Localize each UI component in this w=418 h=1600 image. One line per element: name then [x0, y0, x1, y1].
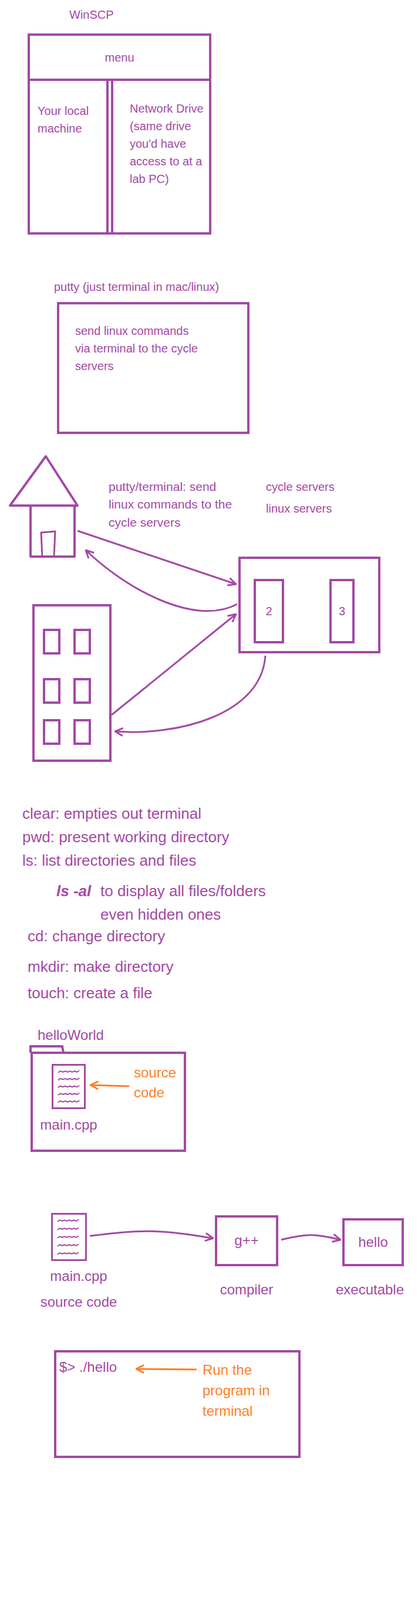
- text-slot: compiler: [199, 1282, 294, 1300]
- callout-label: source code: [133, 1063, 193, 1104]
- label-slot: touch: create a file: [27, 985, 153, 1004]
- file-line: [57, 1253, 79, 1256]
- text-slot: executable: [325, 1282, 414, 1300]
- server-unit: 2: [253, 579, 285, 645]
- window-text: send linux commands via terminal to the …: [75, 322, 205, 376]
- text-slot: g++: [217, 1233, 276, 1251]
- file-lines: [52, 1215, 86, 1261]
- file-line: [57, 1245, 79, 1248]
- box-caption: compiler: [199, 1282, 294, 1300]
- text-slot: Network Drive (same drive you'd have acc…: [129, 99, 207, 188]
- text-slot: cycle servers: [265, 480, 335, 495]
- server-unit: 3: [329, 579, 355, 645]
- text-slot: source code: [31, 1295, 126, 1313]
- label-slot: mkdir: make directory: [27, 958, 174, 977]
- file-name: main.cpp: [31, 1269, 126, 1287]
- file-line: [58, 1071, 80, 1074]
- command-name: ls -al: [56, 880, 91, 904]
- label-slot: ls: list directories and files: [22, 852, 197, 871]
- file-icon: main.cpp: [51, 1064, 86, 1111]
- menu-label: menu: [29, 50, 209, 65]
- remote-pane: Network Drive (same drive you'd have acc…: [110, 78, 212, 235]
- flow-arrow: [281, 1236, 341, 1242]
- command-note: to display all files/folders even hidden…: [100, 880, 298, 927]
- text-slot: send linux commands via terminal to the …: [75, 322, 205, 376]
- command-note: touch: create a file: [27, 985, 153, 1004]
- text-slot: 3: [331, 604, 353, 619]
- folder-name: helloWorld: [37, 1027, 104, 1045]
- file-line: [57, 1220, 79, 1223]
- server-number: 3: [331, 604, 353, 619]
- building-icon: [33, 605, 111, 762]
- box-caption: executable: [325, 1282, 414, 1300]
- label-slot: cd: change directory: [27, 928, 165, 947]
- network-arrows: [77, 531, 266, 733]
- label-slot: clear: empties out terminal: [22, 805, 202, 824]
- label-slot: to display all files/folders even hidden…: [100, 880, 298, 927]
- label-slot: pwd: present working directory: [22, 828, 230, 848]
- text-slot: $> ./hello: [59, 1360, 117, 1378]
- server-number: 2: [255, 604, 282, 619]
- file-line: [58, 1086, 80, 1090]
- box-label: g++: [217, 1233, 276, 1251]
- window-title: putty (just terminal in mac/linux): [54, 280, 219, 295]
- house-icon: [9, 456, 78, 558]
- command-note: ls: list directories and files: [22, 852, 197, 871]
- box-label: hello: [344, 1235, 402, 1253]
- terminal-window: putty (just terminal in mac/linux)send l…: [56, 302, 250, 435]
- text-slot: helloWorld: [37, 1027, 104, 1045]
- file-lines: [53, 1066, 84, 1109]
- file-name: main.cpp: [33, 1117, 104, 1135]
- pane-label: Your local machine: [37, 102, 91, 138]
- server-title: cycle servers: [265, 480, 335, 495]
- file-line: [57, 1236, 79, 1240]
- callout-label: Run the program in terminal: [202, 1361, 291, 1423]
- command-note: pwd: present working directory: [22, 828, 230, 848]
- local-pane: Your local machine: [27, 78, 109, 235]
- app-window: WinSCPmenuYour local machineNetwork Driv…: [27, 33, 212, 235]
- menu-bar: menu: [27, 33, 212, 82]
- text-slot: putty (just terminal in mac/linux): [54, 280, 219, 295]
- note: putty/terminal: send linux commands to t…: [108, 478, 243, 532]
- leader-arrow: [136, 1370, 197, 1371]
- terminal-window: $> ./hello Run the program in terminal: [54, 1351, 301, 1460]
- text-slot: menu: [29, 50, 209, 65]
- text-slot: main.cpp: [33, 1117, 104, 1135]
- text-slot: Your local machine: [37, 102, 91, 138]
- window-title: WinSCP: [69, 7, 114, 22]
- text-slot: Run the program in terminal: [202, 1361, 291, 1423]
- label-slot: ls -al: [56, 880, 91, 904]
- command-line: $> ./hello: [59, 1360, 117, 1378]
- server-title: linux servers: [265, 501, 332, 517]
- text-slot: WinSCP: [69, 7, 114, 22]
- file-line: [58, 1101, 80, 1104]
- pane-label: Network Drive (same drive you'd have acc…: [129, 99, 207, 188]
- command-note: mkdir: make directory: [27, 958, 174, 977]
- file-icon: main.cppsource code: [51, 1214, 87, 1263]
- command-note: cd: change directory: [27, 928, 165, 947]
- file-line: [57, 1228, 79, 1232]
- command-note: clear: empties out terminal: [22, 805, 202, 824]
- text-slot: linux servers: [265, 501, 332, 517]
- label-slot: putty/terminal: send linux commands to t…: [108, 478, 243, 532]
- server-rack: cycle serverslinux servers23: [238, 557, 381, 655]
- text-slot: main.cpp: [31, 1269, 126, 1287]
- executable-box: helloexecutable: [342, 1219, 404, 1268]
- leader-arrow: [90, 1086, 130, 1088]
- label-slot: source code: [133, 1063, 193, 1104]
- file-line: [58, 1093, 80, 1097]
- text-slot: hello: [344, 1235, 402, 1253]
- compiler-box: g++compiler: [214, 1216, 279, 1268]
- flow-arrow: [89, 1232, 214, 1240]
- text-slot: 2: [255, 604, 282, 619]
- file-line: [58, 1079, 80, 1082]
- file-caption: source code: [31, 1295, 126, 1313]
